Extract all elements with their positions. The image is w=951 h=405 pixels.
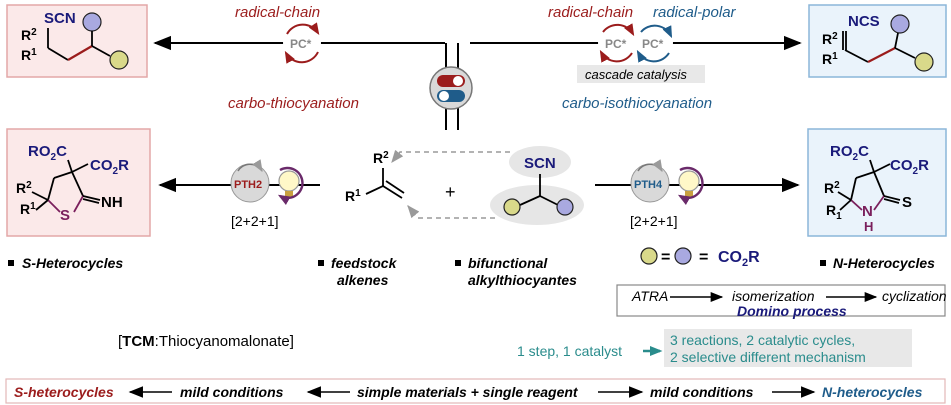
thiocyanate-product: SCN R2 R1 (6, 4, 148, 78)
cycloaddition-label-left: [2+2+1] (231, 213, 279, 229)
cyclization-label: cyclization (882, 288, 947, 304)
bottom-s-heterocycles: S-heterocycles (14, 384, 114, 400)
pc-label: PC* (642, 37, 664, 51)
equals-sign: = (661, 249, 670, 266)
equals-sign-2: = (699, 249, 708, 266)
n-heterocycle-box (807, 128, 947, 237)
s-heterocycle-product: RO2C CO2R R2 R1 S NH (6, 128, 151, 237)
yellow-ball (914, 52, 934, 72)
cascade-catalysis-label: cascade catalysis (585, 67, 687, 82)
sulfur-label: S (60, 207, 70, 224)
nitrogen-h-label: H (864, 219, 873, 234)
pth4-label: PTH4 (634, 179, 663, 191)
nitrogen-label: N (862, 203, 873, 220)
one-step-label: 1 step, 1 catalyst (517, 343, 622, 359)
bottom-banner (5, 378, 946, 404)
dashed-arrow-top (391, 149, 510, 163)
pc-label: PC* (605, 37, 627, 51)
scn-label: SCN (44, 10, 76, 27)
cascade-catalysis-box (577, 65, 705, 83)
yellow-ball (640, 247, 658, 265)
bottom-simple-materials: simple materials + single reagent (357, 384, 579, 400)
lavender-ball (556, 198, 574, 216)
pth2-catalyst: PTH2 (230, 159, 270, 203)
atra-label: ATRA (631, 288, 668, 304)
pc-cycle-left: PC* (283, 22, 321, 64)
alkene-structure: R2 R1 (345, 150, 405, 204)
light-bulb-icon (677, 166, 704, 205)
thiocyanomalonate-reagent: SCN (490, 146, 584, 225)
summary-box (664, 329, 912, 367)
pc-label: PC* (290, 37, 312, 51)
radical-chain-label-left: radical-chain (235, 4, 320, 21)
co2r-legend: CO2R (718, 249, 760, 269)
tcm-note: [TCM:Thiocyanomalonate] (118, 333, 294, 350)
r1-label: R1 (21, 47, 37, 63)
alkenes-label: alkenes (337, 272, 389, 288)
reactions-label: 3 reactions, 2 catalytic cycles, (670, 332, 855, 348)
r2-label: R2 (822, 31, 838, 47)
feedstock-label: feedstock (331, 255, 398, 271)
s-heterocycles-label: S-Heterocycles (22, 255, 123, 271)
bullet (318, 260, 324, 266)
light-bulb-icon (277, 166, 304, 205)
radical-polar-label: radical-polar (653, 4, 737, 21)
domino-process-title: Domino process (737, 303, 847, 319)
r1-label: R1 (20, 201, 36, 217)
lavender-ball (674, 247, 692, 265)
n-heterocycles-label: N-Heterocycles (833, 255, 935, 271)
imine-label: NH (101, 194, 123, 211)
co2r-top: RO2C (830, 143, 869, 163)
co2r-top: RO2C (28, 143, 67, 163)
bullet (8, 260, 14, 266)
r2-label: R2 (16, 180, 32, 196)
r1-label: R1 (822, 51, 838, 67)
bifunctional-label: bifunctional (468, 255, 548, 271)
pc-cycle-right-red: PC* (598, 23, 636, 63)
alkylthiocyantes-label: alkylthiocyantes (468, 272, 577, 288)
bullet (455, 260, 461, 266)
r2-label: R2 (824, 180, 840, 196)
domino-process-box (616, 284, 946, 317)
isothiocyanate-product: NCS R2 R1 (808, 4, 947, 78)
pc-cycle-right-blue: PC* (635, 24, 673, 63)
yellow-ball (503, 198, 521, 216)
s-heterocycle-box (6, 128, 151, 237)
cycloaddition-label-right: [2+2+1] (630, 213, 678, 229)
thione-sulfur-label: S (902, 194, 912, 211)
r1-label: R1 (826, 202, 842, 222)
pth4-catalyst: PTH4 (630, 159, 670, 203)
alkene-r2: R2 (373, 150, 389, 166)
carbo-isothiocyanation-label: carbo-isothiocyanation (562, 95, 712, 112)
plus-sign: + (445, 182, 456, 202)
radical-chain-label-right: radical-chain (548, 4, 633, 21)
pth2-label: PTH2 (234, 179, 262, 191)
alkene-r1: R1 (345, 188, 361, 204)
mechanism-label: 2 selective different mechanism (670, 349, 866, 365)
bullet (820, 260, 826, 266)
bottom-mild-left: mild conditions (180, 384, 284, 400)
selectivity-switch-icon (429, 43, 473, 130)
n-heterocycle-product: RO2C CO2R R2 R1 N H S (807, 128, 947, 237)
co2r-right: CO2R (890, 157, 929, 177)
bottom-mild-right: mild conditions (650, 384, 754, 400)
dashed-arrow-bottom (407, 205, 495, 219)
co2r-right: CO2R (90, 157, 129, 177)
r2-label: R2 (21, 27, 37, 43)
lavender-ball (890, 14, 910, 34)
ball-legend: = = CO2R (640, 247, 760, 269)
lavender-ball (82, 12, 102, 32)
carbo-thiocyanation-label: carbo-thiocyanation (228, 95, 359, 112)
isomerization-label: isomerization (732, 288, 815, 304)
bottom-n-heterocycles: N-heterocycles (822, 384, 923, 400)
ncs-label: NCS (848, 13, 880, 30)
scn-reagent-label: SCN (524, 155, 556, 172)
yellow-ball (109, 50, 129, 70)
